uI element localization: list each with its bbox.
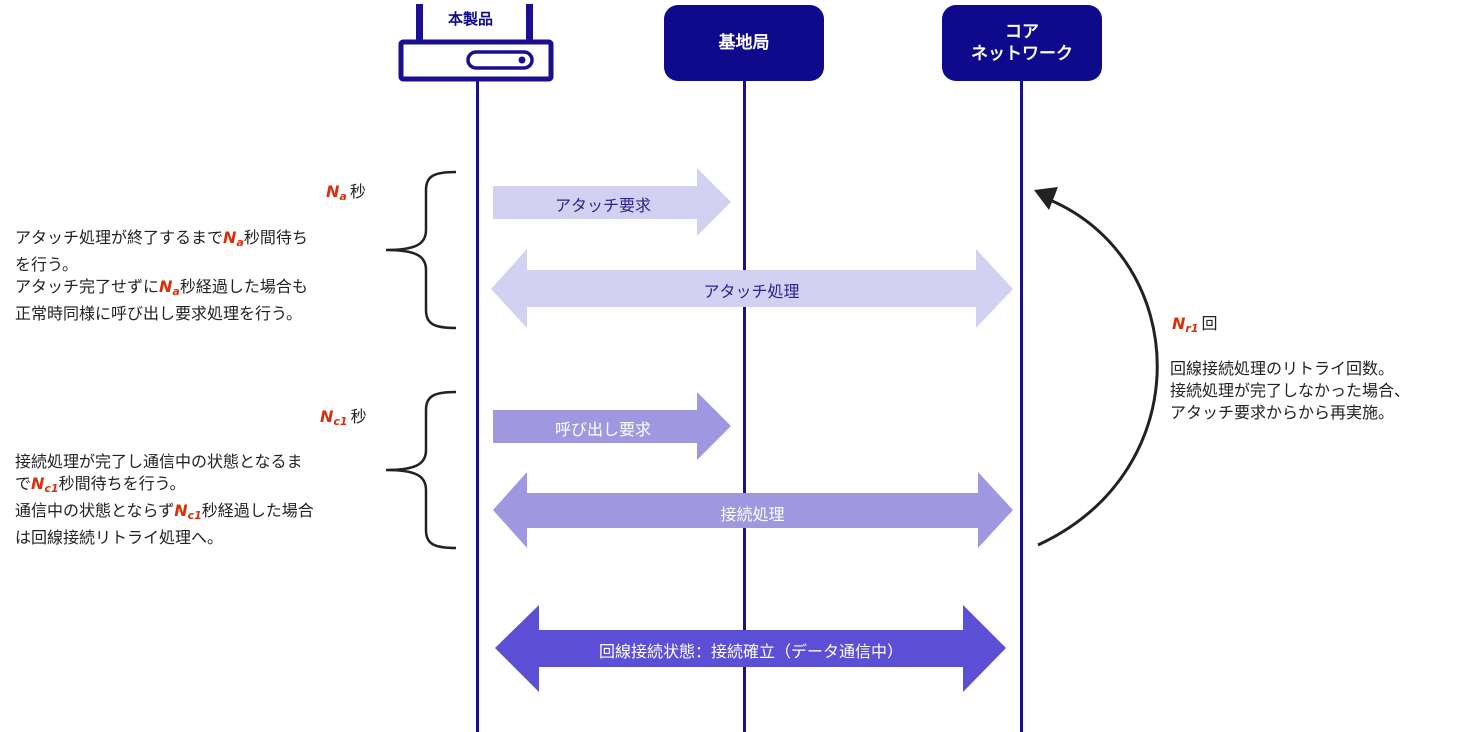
connect-process-label: 接続処理 [720,505,785,524]
router-icon [398,4,554,82]
core-network-label-line2: ネットワーク [971,44,1073,64]
nr1-description: 回線接続処理のリトライ回数。 接続処理が完了しなかった場合、 アタッチ要求からか… [1170,358,1410,424]
core-network-label-line1: コア [1005,22,1039,42]
base-station-node: 基地局 [664,5,824,81]
na-desc-line1: アタッチ処理が終了するまでNa秒間待ち [15,228,308,249]
retry-curve-arrow [1037,198,1159,547]
nr1-desc-line3: アタッチ要求からから再実施。 [1170,403,1395,422]
na-description: アタッチ処理が終了するまでNa秒間待ち を行う。 アタッチ完了せずにNa秒経過し… [15,227,308,325]
call-request-arrow [493,392,731,460]
nc1-desc-line1: 接続処理が完了し通信中の状態となるま [15,452,303,471]
na-desc-line2: を行う。 [15,255,79,274]
attach-request-arrow [493,168,731,236]
lifeline-base-station [743,78,746,732]
nr1-desc-line2: 接続処理が完了しなかった場合、 [1170,381,1411,400]
device-label: 本製品 [444,8,498,29]
retry-arrowhead-icon [1034,187,1058,210]
nc1-symbol: Nc1 [320,407,348,428]
nc1-description: 接続処理が完了し通信中の状態となるま でNc1秒間待ちを行う。 通信中の状態とな… [15,451,314,549]
lifeline-core-network [1020,78,1023,732]
core-network-node: コア ネットワーク [942,5,1102,81]
na-desc-line3: アタッチ完了せずにNa秒経過した場合も [15,277,308,298]
nc1-desc-line2: でNc1秒間待ちを行う。 [15,474,186,495]
base-station-label: 基地局 [718,33,770,53]
call-request-label: 呼び出し要求 [554,420,651,439]
brace-nc1-icon [385,390,457,550]
connect-process-arrow [493,472,1013,548]
brace-na-icon [385,170,457,330]
attach-process-label: アタッチ処理 [703,282,800,301]
nc1-desc-line3: 通信中の状態とならずNc1秒経過した場合 [15,501,314,522]
nr1-desc-line1: 回線接続処理のリトライ回数。 [1170,359,1395,378]
na-desc-line4: 正常時同様に呼び出し要求処理を行う。 [15,304,303,323]
lifeline-device [476,78,479,732]
attach-request-label: アタッチ要求 [554,196,651,215]
established-label: 回線接続状態：接続確立（データ通信中） [598,642,903,661]
attach-process-arrow [491,249,1013,328]
na-symbol: Na [326,182,347,203]
nr1-symbol: Nr1 [1172,314,1199,335]
established-arrow [495,605,1006,692]
nc1-desc-line4: は回線接続リトライ処理へ。 [15,528,224,547]
